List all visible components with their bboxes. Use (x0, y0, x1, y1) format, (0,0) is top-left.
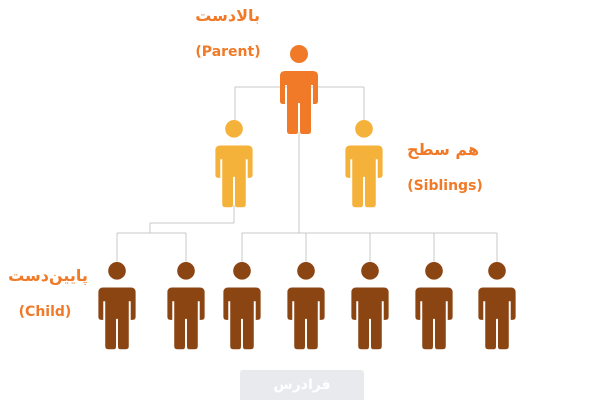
connector-lines (116, 86, 498, 262)
child-person-icon (223, 262, 261, 350)
child-person-icon (98, 262, 136, 350)
person-figures (98, 45, 516, 350)
sibling-person-icon (345, 120, 383, 208)
parent-label-fa: بالادست (195, 6, 260, 25)
watermark-logo: فرادرس (240, 370, 364, 400)
parent-label-en: (Parent) (195, 44, 261, 60)
watermark-text: فرادرس (273, 377, 331, 393)
child-label-fa: پایین‌دست (8, 266, 88, 285)
parent-person-icon (280, 45, 318, 134)
child-person-icon (351, 262, 389, 350)
sibling-person-icon (215, 120, 253, 208)
siblings-label-fa: هم سطح (406, 140, 480, 159)
siblings-label-en: (Siblings) (407, 178, 483, 194)
child-person-icon (478, 262, 516, 350)
child-label-en: (Child) (18, 304, 72, 320)
child-person-icon (415, 262, 453, 350)
child-person-icon (167, 262, 205, 350)
child-person-icon (287, 262, 325, 350)
